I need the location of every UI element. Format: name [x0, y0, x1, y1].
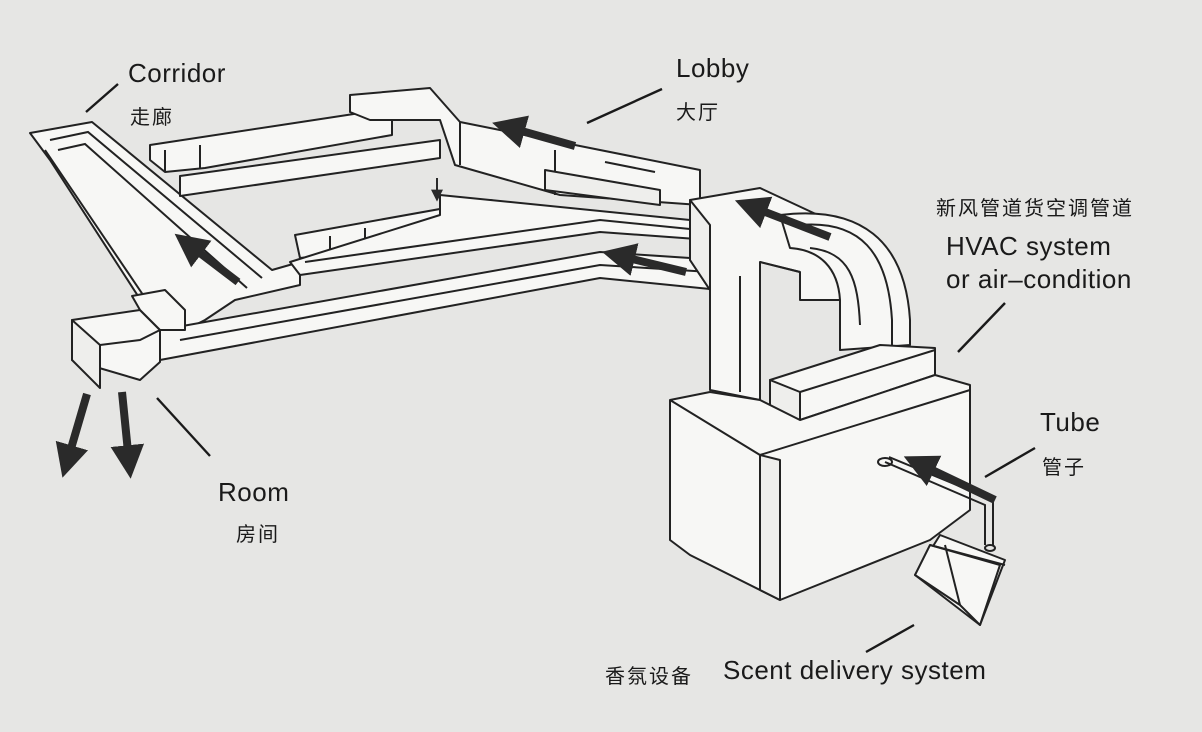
corridor-label-cn: 走廊 [130, 105, 174, 129]
scent-label: Scent delivery system [723, 655, 987, 685]
tube-label-cn: 管子 [1042, 455, 1086, 479]
arrow-lobby [492, 115, 577, 150]
airflow-arrows [55, 115, 997, 504]
hvac-label-line2: or air–condition [946, 264, 1132, 294]
lobby-label: Lobby [676, 53, 750, 83]
room-outlet-box [71, 289, 186, 389]
hvac-label-cn: 新风管道货空调管道 [936, 196, 1134, 220]
leader-lines [85, 83, 1036, 654]
arrow-corridor [174, 233, 241, 286]
arrow-hvac [734, 196, 832, 241]
air-handler-unit [669, 374, 971, 601]
tube-label: Tube [1040, 407, 1101, 437]
scent-label-cn: 香氛设备 [605, 664, 693, 688]
hvac-label-line1: HVAC system [946, 231, 1112, 261]
room-label: Room [218, 477, 290, 507]
arrow-main-duct [601, 243, 687, 276]
corridor-label: Corridor [128, 58, 226, 88]
arrow-room-left [55, 392, 91, 478]
arrow-tube [903, 455, 997, 504]
hvac-elbow [779, 212, 911, 351]
room-label-cn: 房间 [236, 522, 280, 546]
lobby-label-cn: 大厅 [676, 100, 720, 124]
arrow-room-right [110, 391, 145, 479]
